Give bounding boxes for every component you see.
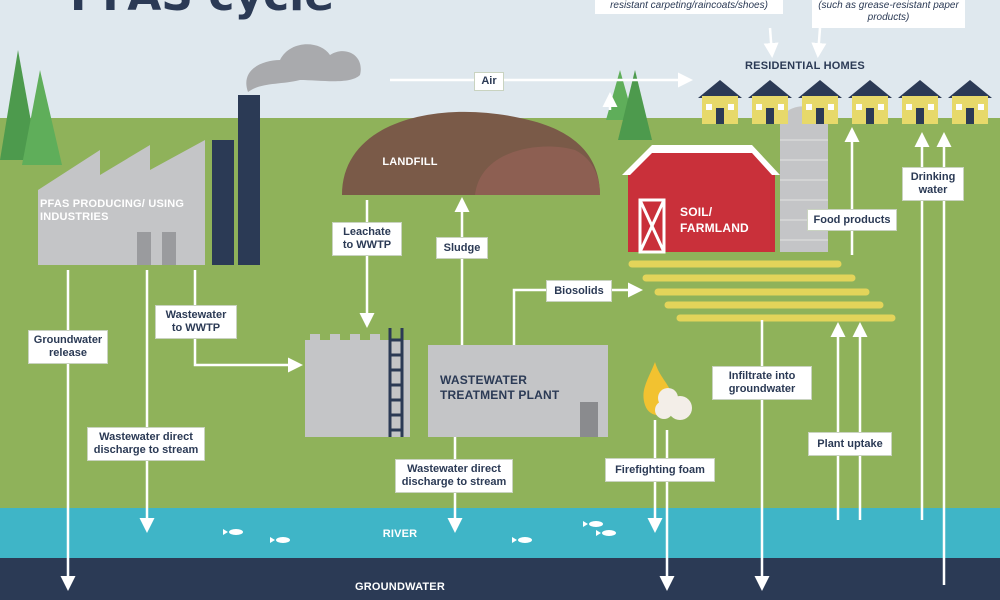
air-flow-label: Air: [474, 72, 504, 91]
barn-icon: [622, 145, 780, 254]
fish-icons: [223, 521, 616, 543]
industries-label: PFAS PRODUCING/ USING INDUSTRIES: [40, 198, 185, 223]
wastewater-to-wwtp-flow-label: Wastewater to WWTP: [155, 305, 237, 339]
wwtp-label: WASTEWATER TREATMENT PLANT: [440, 373, 560, 402]
wastewater-direct-left-flow-label: Wastewater direct discharge to stream: [87, 427, 205, 461]
food-products-flow-label: Food products: [807, 209, 897, 231]
landfill-label: LANDFILL: [382, 156, 438, 168]
biosolids-flow-label: Biosolids: [546, 280, 612, 302]
packaging-note: (such as grease-resistant paper products…: [812, 0, 965, 28]
page-title: PFAS cycle: [70, 0, 334, 21]
factory-icon: [38, 44, 361, 265]
residential-homes-label: RESIDENTIAL HOMES: [745, 60, 865, 72]
soil-farmland-label: SOIL/ FARMLAND: [680, 205, 749, 235]
farm-field-icon: [628, 260, 896, 322]
houses-icon: [698, 80, 992, 124]
trees-left-icon: [0, 50, 652, 165]
fire-icon: [643, 362, 692, 420]
wwtp-icon: [305, 328, 608, 437]
leachate-flow-label: Leachate to WWTP: [332, 222, 402, 256]
infiltrate-flow-label: Infiltrate into groundwater: [712, 366, 812, 400]
groundwater-release-flow-label: Groundwater release: [28, 330, 108, 364]
groundwater-band: [0, 558, 1000, 600]
groundwater-label: GROUNDWATER: [355, 581, 445, 593]
drinking-water-flow-label: Drinking water: [902, 167, 964, 201]
plant-uptake-flow-label: Plant uptake: [808, 432, 892, 456]
river-band: [0, 508, 1000, 560]
consumer-products-note: resistant carpeting/raincoats/shoes): [595, 0, 783, 14]
sludge-flow-label: Sludge: [436, 237, 488, 259]
landfill-icon: [342, 111, 600, 195]
firefighting-foam-flow-label: Firefighting foam: [605, 458, 715, 482]
river-label: RIVER: [382, 528, 418, 540]
wastewater-direct-center-flow-label: Wastewater direct discharge to stream: [395, 459, 513, 493]
